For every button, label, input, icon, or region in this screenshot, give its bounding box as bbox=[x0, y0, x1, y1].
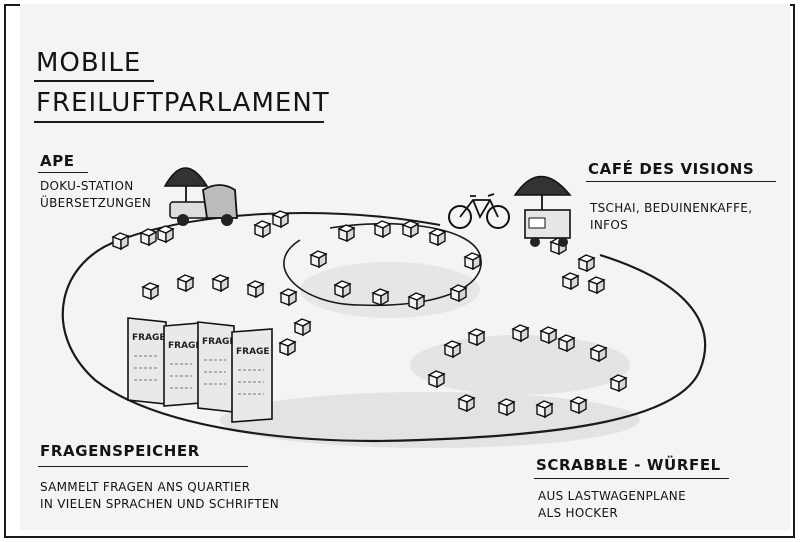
title-line-1: MOBILE bbox=[36, 48, 141, 78]
cube-icon bbox=[143, 283, 158, 299]
cube-icon bbox=[409, 293, 424, 309]
cube-icon bbox=[373, 289, 388, 305]
cube-icon bbox=[178, 275, 193, 291]
title-underline-1 bbox=[34, 80, 154, 82]
cube-icon bbox=[281, 289, 296, 305]
cube-icon bbox=[113, 233, 128, 249]
fragenspeicher-line-1: SAMMELT FRAGEN ANS QUARTIER bbox=[40, 479, 250, 496]
cafe-cart-icon bbox=[515, 177, 570, 248]
cube-icon bbox=[499, 399, 514, 415]
panel-text: FRAGE bbox=[168, 341, 202, 351]
fragenspeicher-heading: FRAGENSPEICHER bbox=[40, 442, 200, 460]
cube-icon bbox=[403, 221, 418, 237]
cube-icon bbox=[158, 226, 173, 242]
panel-text: FRAGE bbox=[202, 337, 236, 347]
cube-icon bbox=[589, 277, 604, 293]
bicycle-icon bbox=[449, 194, 509, 228]
ape-heading: APE bbox=[40, 152, 75, 170]
cube-icon bbox=[563, 273, 578, 289]
cube-icon bbox=[430, 229, 445, 245]
cube-icon bbox=[559, 335, 574, 351]
fragenspeicher-panel: FRAGE bbox=[198, 322, 236, 412]
cube-icon bbox=[579, 255, 594, 271]
fragenspeicher-panel: FRAGE bbox=[128, 318, 166, 404]
cube-icon bbox=[469, 329, 484, 345]
cube-icon bbox=[375, 221, 390, 237]
cube-icon bbox=[429, 371, 444, 387]
fragenspeicher-panel: FRAGE bbox=[164, 323, 202, 406]
scrabble-underline bbox=[534, 478, 729, 479]
cube-icon bbox=[273, 211, 288, 227]
title-line-2: FREILUFTPARLAMENT bbox=[36, 88, 330, 118]
scrabble-line-2: ALS HOCKER bbox=[538, 505, 618, 522]
panel-text: FRAGE bbox=[236, 347, 270, 357]
ape-line-2: ÜBERSETZUNGEN bbox=[40, 195, 151, 212]
title-underline-2 bbox=[34, 121, 324, 123]
cafe-underline bbox=[586, 181, 776, 182]
cube-icon bbox=[248, 281, 263, 297]
cube-icon bbox=[295, 319, 310, 335]
fragenspeicher-line-2: IN VIELEN SPRACHEN UND SCHRIFTEN bbox=[40, 496, 279, 513]
cube-icon bbox=[459, 395, 474, 411]
cube-icon bbox=[513, 325, 528, 341]
cube-icon bbox=[451, 285, 466, 301]
cube-icon bbox=[445, 341, 460, 357]
ape-line-1: DOKU-STATION bbox=[40, 178, 134, 195]
cube-icon bbox=[339, 225, 354, 241]
cube-icon bbox=[591, 345, 606, 361]
cafe-line-1: TSCHAI, BEDUINENKAFFE, bbox=[590, 200, 752, 217]
cube-icon bbox=[465, 253, 480, 269]
cube-icon bbox=[537, 401, 552, 417]
panel-text: FRAGE bbox=[132, 333, 166, 343]
cube-icon bbox=[335, 281, 350, 297]
fragenspeicher-panel: FRAGE bbox=[232, 329, 272, 422]
cube-icon bbox=[611, 375, 626, 391]
scrabble-line-1: AUS LASTWAGENPLANE bbox=[538, 488, 686, 505]
ape-underline bbox=[38, 172, 88, 173]
scrabble-heading: SCRABBLE - WÜRFEL bbox=[536, 456, 721, 474]
cube-icon bbox=[541, 327, 556, 343]
cube-icon bbox=[255, 221, 270, 237]
cafe-line-2: INFOS bbox=[590, 217, 628, 234]
cube-icon bbox=[571, 397, 586, 413]
cube-icon bbox=[280, 339, 295, 355]
cube-shadow-right bbox=[410, 335, 630, 395]
cube-icon bbox=[311, 251, 326, 267]
cafe-heading: CAFÉ DES VISIONS bbox=[588, 160, 754, 178]
cube-icon bbox=[213, 275, 228, 291]
ape-vehicle-icon bbox=[165, 168, 237, 226]
cube-icon bbox=[141, 229, 156, 245]
fragenspeicher-underline bbox=[38, 466, 248, 467]
